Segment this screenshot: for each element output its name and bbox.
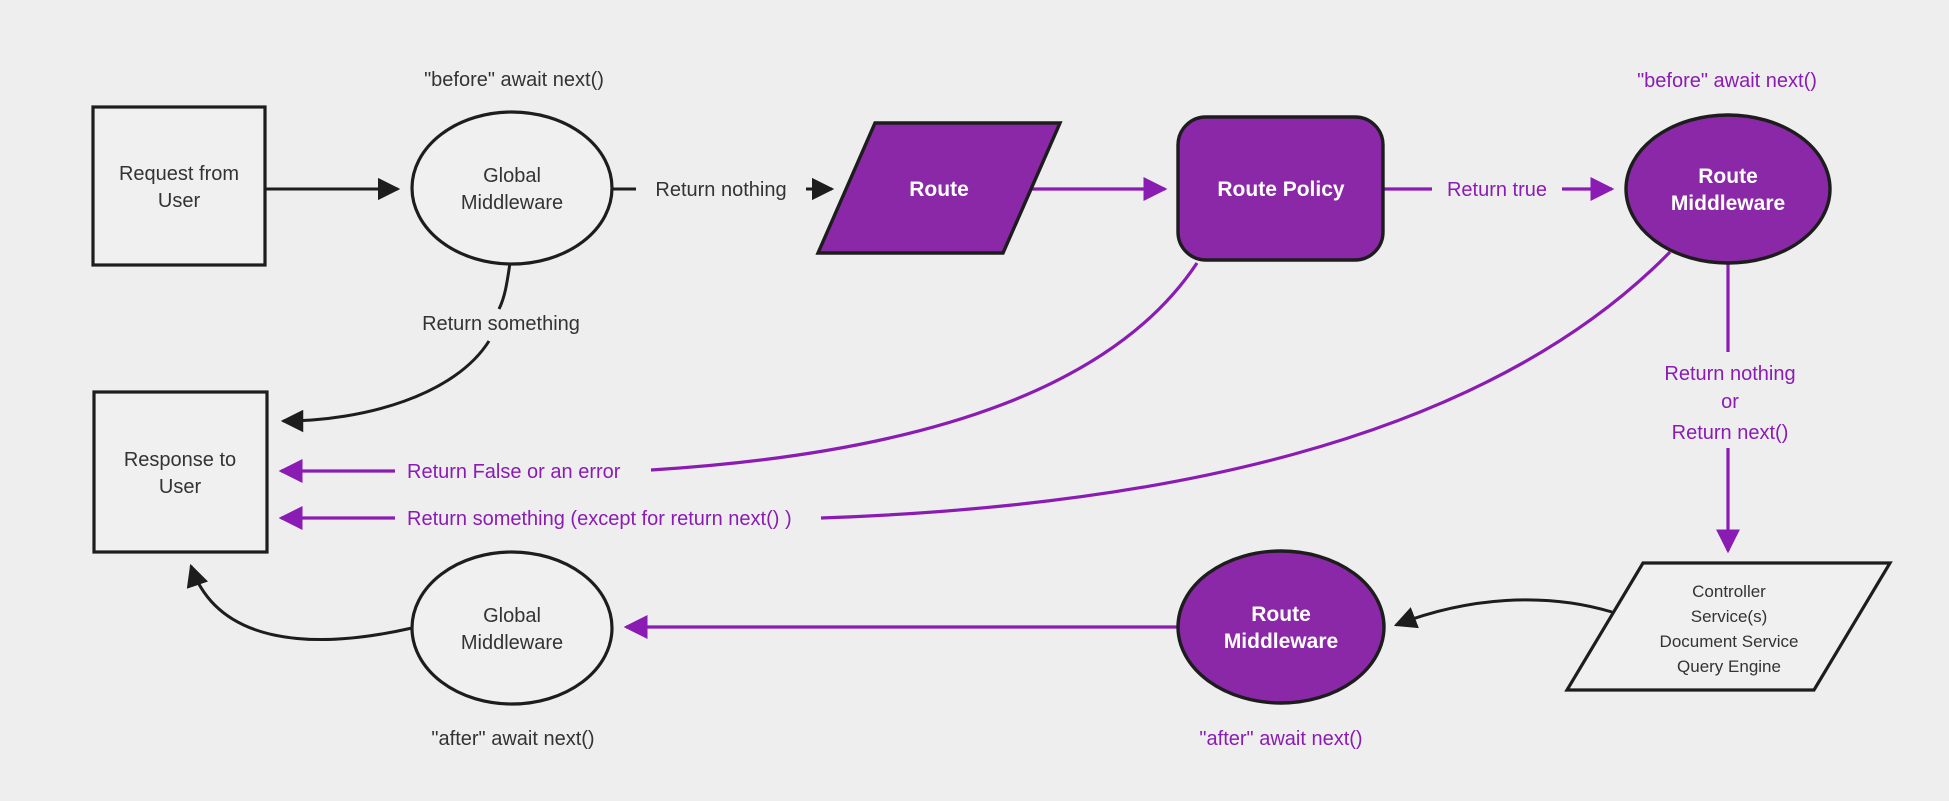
node-route-middleware-bottom: Route Middleware xyxy=(1176,549,1386,705)
global-middleware-top-line1: Global xyxy=(483,165,541,187)
request-label-line1: Request from xyxy=(119,163,239,185)
label-before-await-top-left: "before" await next() xyxy=(424,69,604,91)
route-middleware-top-ellipse xyxy=(1624,113,1832,265)
edge-return-something-b xyxy=(280,340,491,433)
controller-line3: Document Service xyxy=(1660,632,1799,651)
node-route-middleware-top: Route Middleware xyxy=(1624,113,1832,265)
controller-line1: Controller xyxy=(1692,582,1766,601)
route-policy-box xyxy=(1176,115,1385,262)
global-middleware-bottom-line2: Middleware xyxy=(461,632,563,654)
request-label-line2: User xyxy=(158,190,201,212)
node-request-from-user: Request from User xyxy=(91,105,267,267)
edge-return-false-curve xyxy=(650,262,1199,472)
route-middleware-top-line1: Route xyxy=(1698,165,1758,188)
edge-labels: "before" await next() Return nothing Ret… xyxy=(407,69,1817,750)
edge-controller-to-routemw-bottom xyxy=(1393,598,1613,629)
global-middleware-bottom-line1: Global xyxy=(483,605,541,627)
response-label-line1: Response to xyxy=(124,449,236,471)
controller-line2: Service(s) xyxy=(1691,607,1768,626)
route-middleware-bottom-line2: Middleware xyxy=(1224,630,1338,653)
label-before-await-top-right: "before" await next() xyxy=(1637,70,1817,92)
node-response-to-user: Response to User xyxy=(92,390,269,554)
node-global-middleware-top: Global Middleware xyxy=(410,110,614,266)
global-middleware-top-line2: Middleware xyxy=(461,192,563,214)
request-box xyxy=(91,105,267,267)
edges xyxy=(186,177,1740,641)
edge-return-something-a xyxy=(497,262,512,310)
label-return-something-except: Return something (except for return next… xyxy=(407,508,792,530)
global-middleware-bottom-ellipse xyxy=(410,550,614,706)
response-label-line2: User xyxy=(159,476,202,498)
label-return-something: Return something xyxy=(422,313,580,335)
controller-line4: Query Engine xyxy=(1677,657,1781,676)
label-after-await-bottom-left: "after" await next() xyxy=(431,728,594,750)
label-after-await-bottom-right: "after" await next() xyxy=(1199,728,1362,750)
global-middleware-top-ellipse xyxy=(410,110,614,266)
route-middleware-bottom-ellipse xyxy=(1176,549,1386,705)
label-return-true: Return true xyxy=(1447,179,1547,201)
label-return-false: Return False or an error xyxy=(407,461,621,483)
response-box xyxy=(92,390,269,554)
edge-globalmw-bottom-to-response xyxy=(186,563,413,641)
label-return-nothing-or-1: Return nothing xyxy=(1664,363,1795,385)
node-route-policy: Route Policy xyxy=(1176,115,1385,262)
edge-return-something-except-curve xyxy=(820,250,1672,520)
route-policy-label: Route Policy xyxy=(1217,178,1345,201)
controller-parallelogram xyxy=(1564,561,1893,692)
label-return-nothing: Return nothing xyxy=(655,179,786,201)
label-return-nothing-or-2: or xyxy=(1721,391,1739,413)
route-label: Route xyxy=(909,178,969,201)
node-controller-services: Controller Service(s) Document Service Q… xyxy=(1564,561,1893,692)
node-route: Route xyxy=(815,121,1063,255)
route-middleware-top-line2: Middleware xyxy=(1671,192,1785,215)
node-global-middleware-bottom: Global Middleware xyxy=(410,550,614,706)
label-return-nothing-or-3: Return next() xyxy=(1672,422,1789,444)
route-middleware-bottom-line1: Route xyxy=(1251,603,1311,626)
route-parallelogram xyxy=(815,121,1063,255)
